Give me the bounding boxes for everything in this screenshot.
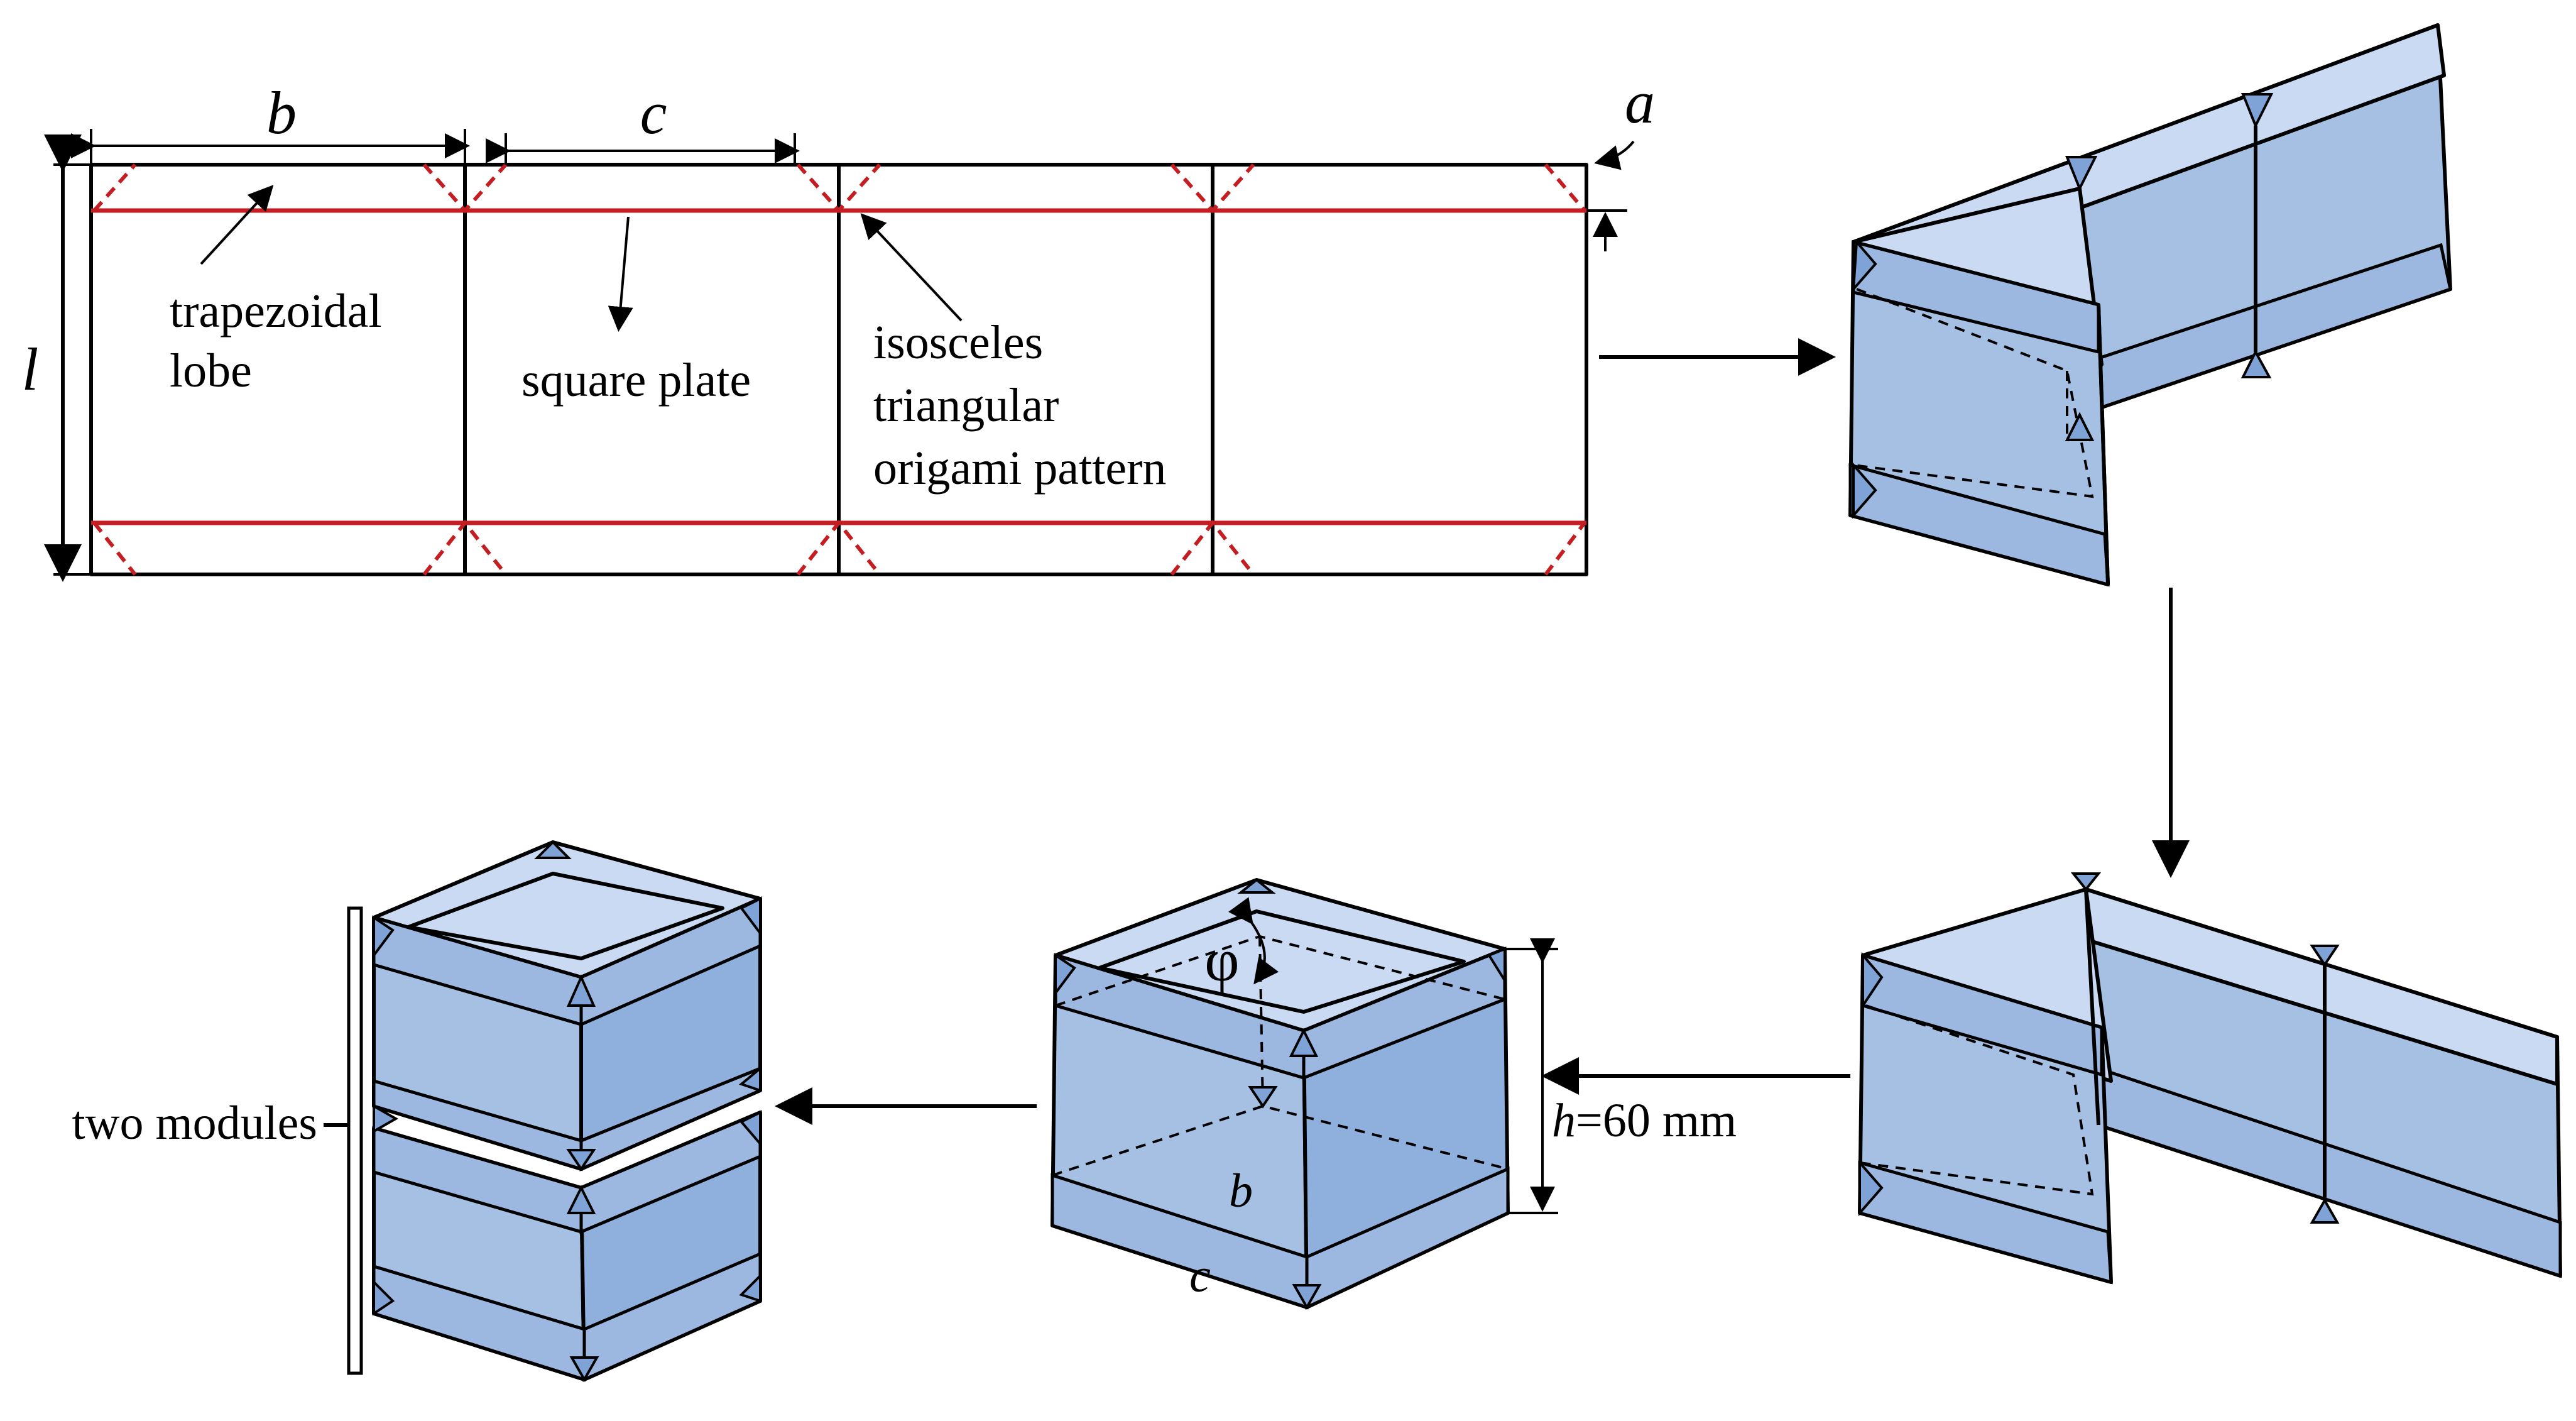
label-square-plate: square plate <box>521 354 751 407</box>
label-origami-pattern: origami pattern <box>873 442 1166 495</box>
dimension-c: c <box>486 79 800 165</box>
label-isosceles: isosceles <box>873 316 1043 369</box>
flat-pattern: b c a l trapezoidal lobe <box>22 69 1655 582</box>
label-b-cube: b <box>1229 1165 1253 1217</box>
annotation-trapezoidal-lobe: trapezoidal lobe <box>170 185 382 397</box>
label-two-modules: two modules <box>72 1097 317 1149</box>
label-a: a <box>1625 69 1655 136</box>
label-l: l <box>22 336 39 403</box>
annotation-square-plate: square plate <box>521 216 751 407</box>
label-c-cube: c <box>1189 1249 1211 1302</box>
triangle-folds-bottom <box>92 520 1586 576</box>
label-trapezoidal: trapezoidal <box>170 285 382 337</box>
label-triangular: triangular <box>873 379 1059 432</box>
folded-strip-stage-2 <box>1858 872 2562 1285</box>
modules-bracket <box>347 906 363 1375</box>
label-b: b <box>266 79 297 146</box>
dimension-b: b <box>71 79 470 165</box>
label-lobe: lobe <box>170 344 252 397</box>
triangle-folds-top <box>92 163 1586 214</box>
dimension-a: a <box>1586 69 1655 251</box>
label-h: h=60 mm <box>1552 1094 1737 1147</box>
folded-strip-stage-1 <box>1848 23 2452 587</box>
label-phi: φ <box>1204 926 1239 994</box>
label-c: c <box>640 79 667 146</box>
dimension-l: l <box>22 134 91 582</box>
label-h-var: h <box>1552 1094 1576 1147</box>
two-modules-stack: two modules <box>72 840 762 1383</box>
annotation-isosceles-pattern: isosceles triangular origami pattern <box>860 213 1166 495</box>
label-h-value: =60 mm <box>1576 1094 1737 1147</box>
cube-module: φ h=60 mm b c <box>1051 878 1737 1310</box>
